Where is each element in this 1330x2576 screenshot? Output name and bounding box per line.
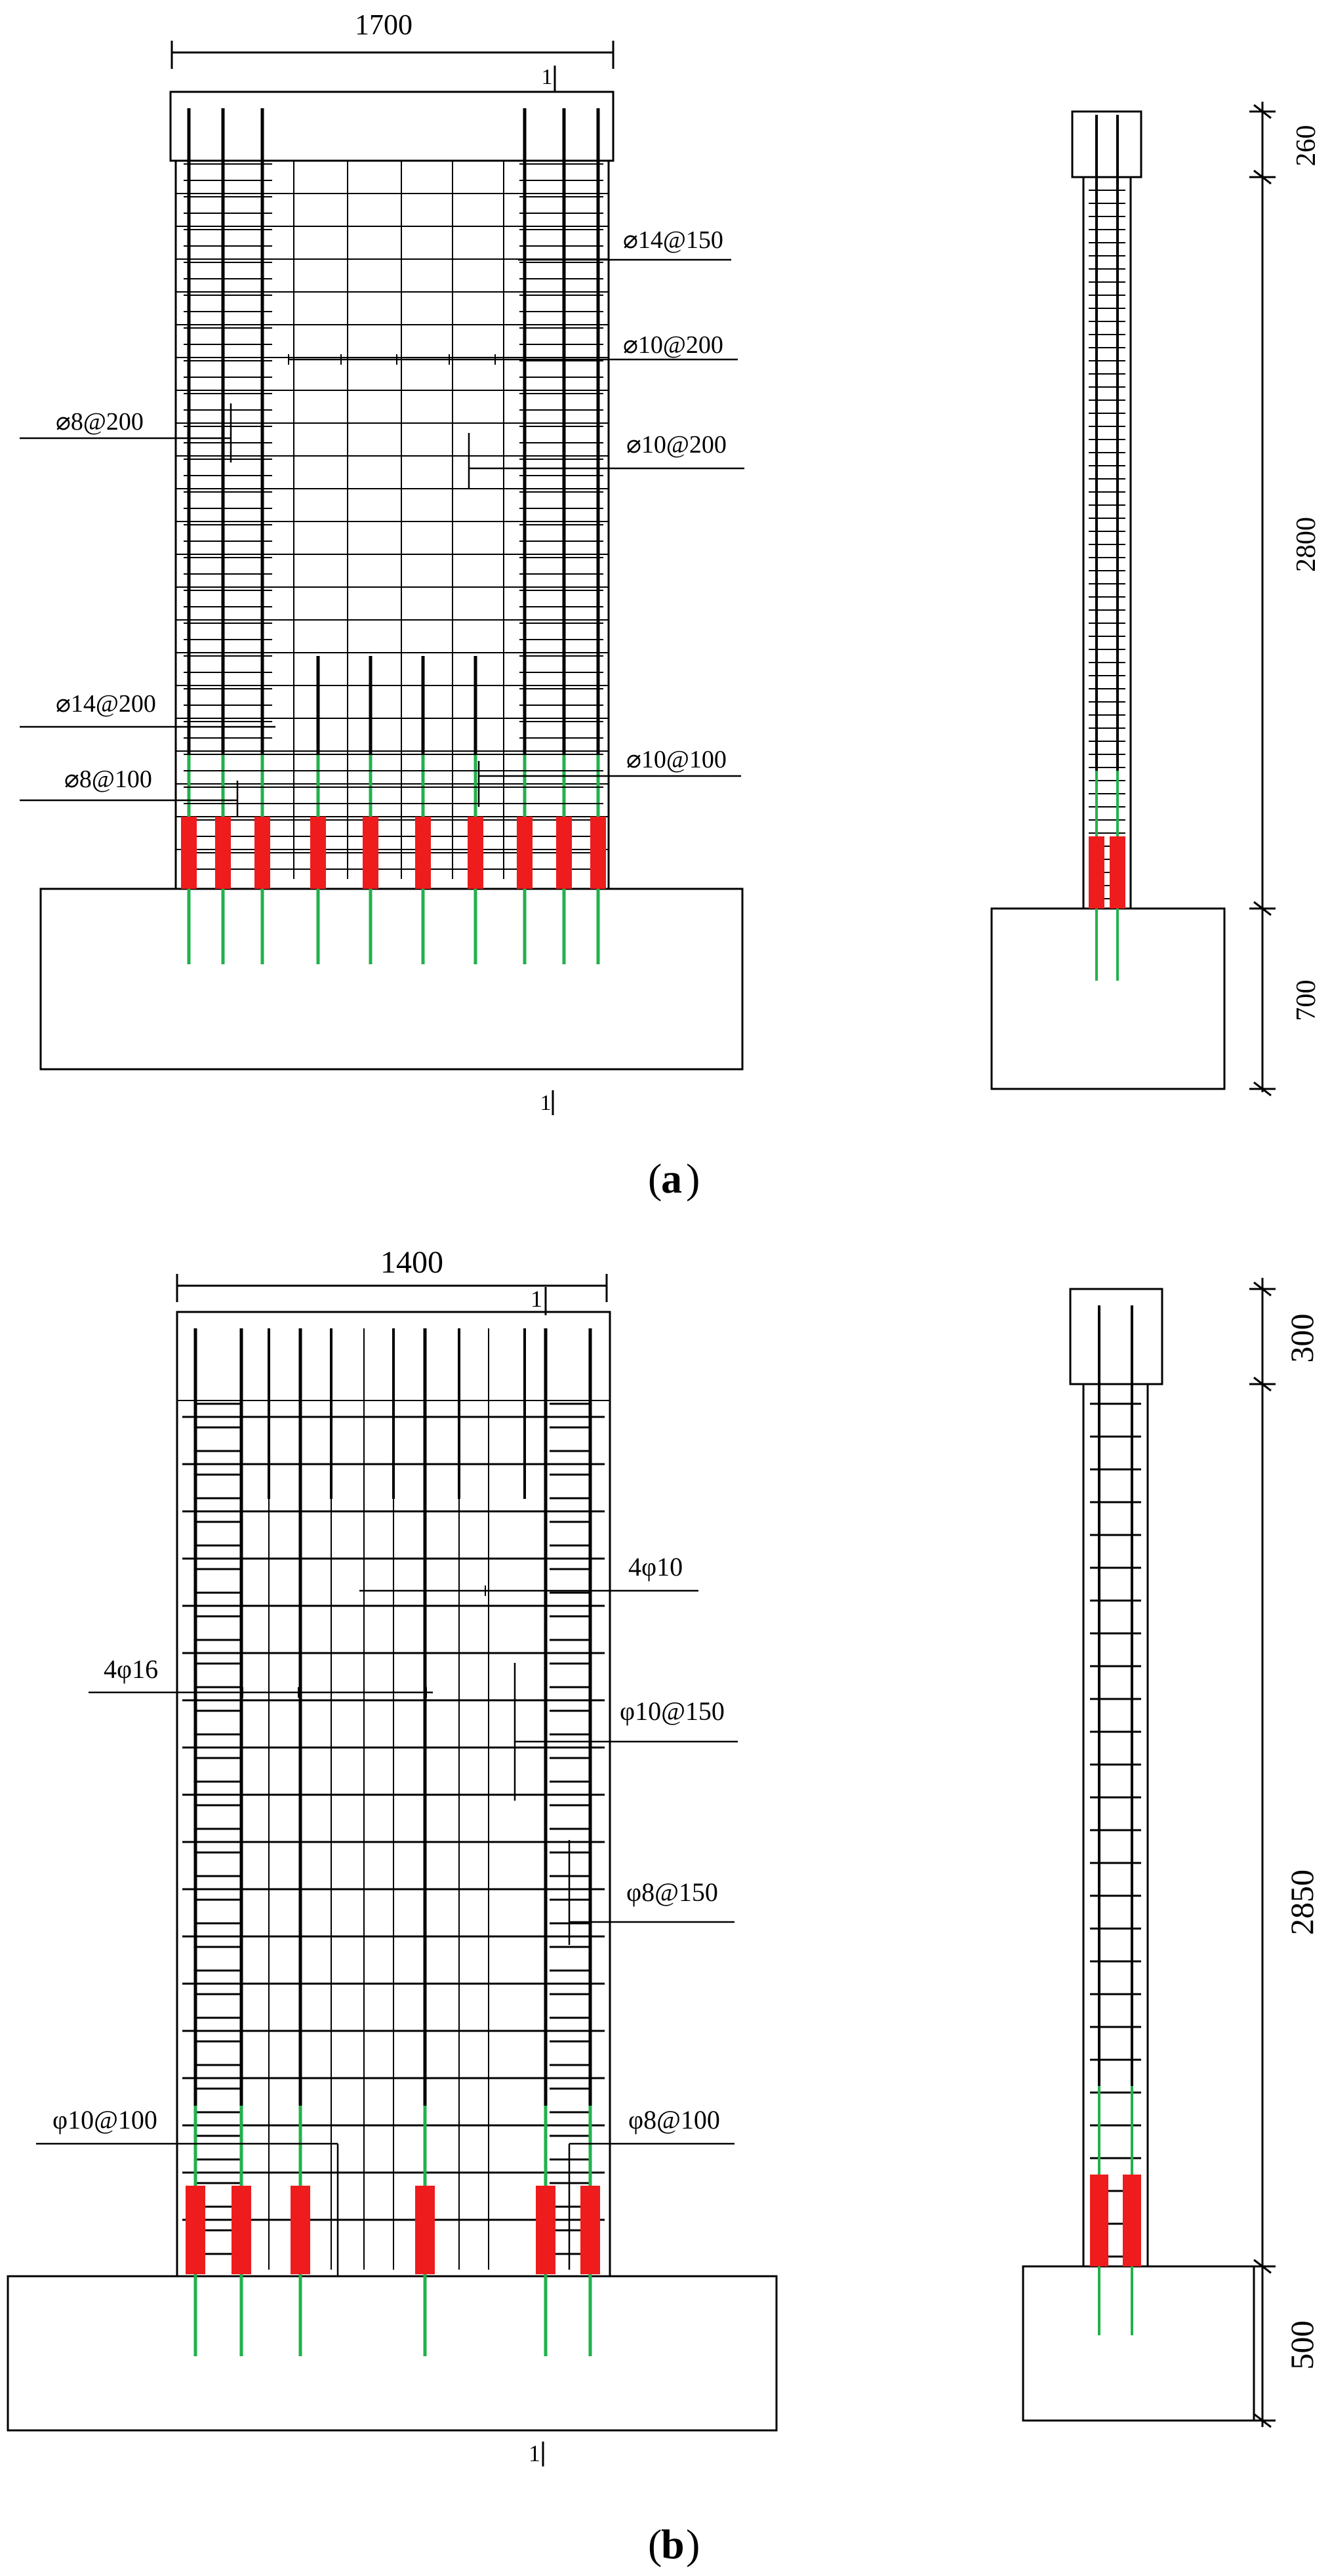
caption-a-close: ) bbox=[686, 1155, 700, 1202]
caption-b-letter: b bbox=[661, 2521, 685, 2567]
anchor-block-b bbox=[415, 2186, 435, 2274]
rebar-label-a-6: ⌀8@100 bbox=[64, 766, 152, 793]
anchor-block-a bbox=[254, 817, 270, 889]
anchor-block-b bbox=[536, 2186, 555, 2274]
width-dimension-b bbox=[176, 1274, 608, 1302]
section-mark-b-bottom: 1 bbox=[529, 2440, 540, 2466]
side-anchor-b bbox=[1090, 2175, 1108, 2266]
rebar-grid-a bbox=[176, 108, 609, 964]
side-dim-b-top: 300 bbox=[1283, 1314, 1320, 1363]
width-dimension-a-label: 1700 bbox=[355, 9, 413, 41]
section-mark-b-top: 1 bbox=[531, 1286, 542, 1312]
foundation-a bbox=[39, 888, 744, 1071]
width-dimension-a bbox=[171, 41, 615, 69]
rebar-label-b-1: 4φ10 bbox=[628, 1552, 683, 1582]
side-rebar-b bbox=[1090, 1305, 1141, 2335]
anchor-block-a bbox=[468, 817, 483, 889]
side-rebar-a bbox=[1089, 115, 1125, 981]
side-cap-b bbox=[1069, 1288, 1163, 1385]
side-wall-b bbox=[1082, 1383, 1149, 2268]
leaders-a bbox=[20, 258, 744, 817]
anchor-block-a bbox=[310, 817, 326, 889]
anchor-block-b bbox=[232, 2186, 251, 2274]
foundation-b bbox=[7, 2275, 778, 2432]
rebar-label-a-1: ⌀14@150 bbox=[623, 226, 723, 254]
side-dim-a-top: 260 bbox=[1291, 125, 1321, 167]
rebar-label-b-4: φ8@150 bbox=[626, 1877, 718, 1907]
side-foundation-a bbox=[990, 907, 1226, 1090]
caption-b-close: ) bbox=[686, 2521, 700, 2567]
rebar-label-b-3: φ10@150 bbox=[620, 1696, 725, 1726]
side-dim-a-bot: 700 bbox=[1291, 980, 1321, 1021]
side-foundation-b bbox=[1022, 2265, 1255, 2422]
loading-cap-a bbox=[169, 91, 615, 162]
rebar-label-a-5: ⌀14@200 bbox=[56, 690, 156, 718]
side-anchor-b bbox=[1123, 2175, 1141, 2266]
anchor-block-a bbox=[556, 817, 572, 889]
anchor-block-b bbox=[580, 2186, 600, 2274]
rebar-label-b-6: φ8@100 bbox=[628, 2105, 720, 2135]
section-mark-a-top: 1 bbox=[542, 65, 553, 89]
anchor-block-b bbox=[186, 2186, 205, 2274]
panel-b: 1400 1 1 4φ10 4φ16 φ10@150 φ8@150 φ10@10… bbox=[7, 1245, 1320, 2567]
rebar-label-b-5: φ10@100 bbox=[52, 2105, 157, 2135]
side-anchor-a bbox=[1089, 836, 1104, 909]
caption-b-open: ( bbox=[648, 2521, 662, 2567]
caption-a-open: ( bbox=[648, 1155, 662, 1202]
side-dim-b-bot: 500 bbox=[1283, 2321, 1320, 2370]
side-dim-a-mid: 2800 bbox=[1291, 517, 1321, 572]
panel-a: 1700 1 1 ⌀14@150 ⌀10 bbox=[20, 9, 1321, 1202]
anchor-block-a bbox=[517, 817, 533, 889]
anchor-block-a bbox=[363, 817, 378, 889]
side-wall-a bbox=[1082, 176, 1132, 910]
leaders-b bbox=[36, 1589, 738, 2276]
anchor-block-a bbox=[215, 817, 231, 889]
caption-a-letter: a bbox=[661, 1155, 682, 1202]
side-cap-a bbox=[1071, 110, 1142, 178]
anchor-block-b bbox=[291, 2186, 310, 2274]
section-mark-a-bottom: 1 bbox=[540, 1091, 552, 1115]
rebar-label-a-3: ⌀8@200 bbox=[56, 408, 144, 436]
side-dimension-line-b bbox=[1249, 1278, 1276, 2428]
anchor-block-a bbox=[590, 817, 606, 889]
rebar-label-a-2: ⌀10@200 bbox=[623, 331, 723, 359]
rebar-label-b-2: 4φ16 bbox=[104, 1654, 158, 1684]
rebar-grid-b bbox=[182, 1328, 605, 2356]
side-anchor-a bbox=[1110, 836, 1125, 909]
anchor-block-a bbox=[415, 817, 431, 889]
rebar-label-a-7: ⌀10@100 bbox=[626, 746, 727, 773]
side-dimension-line-a bbox=[1249, 102, 1276, 1097]
rebar-label-a-4: ⌀10@200 bbox=[626, 431, 727, 459]
anchor-block-a bbox=[181, 817, 197, 889]
width-dimension-b-label: 1400 bbox=[380, 1245, 443, 1280]
side-dim-b-mid: 2850 bbox=[1283, 1870, 1320, 1935]
